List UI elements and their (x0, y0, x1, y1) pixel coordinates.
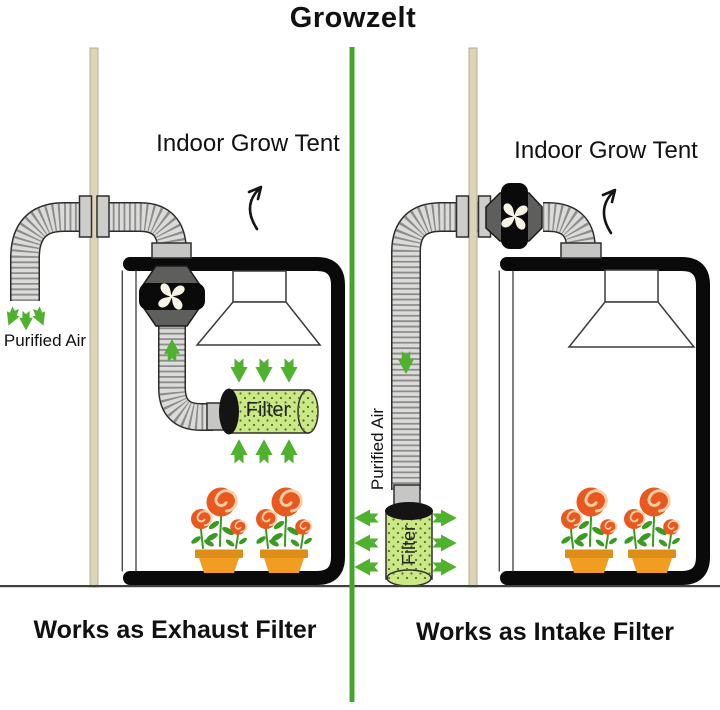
duct-left-outside (10, 202, 187, 301)
divider-line (349, 47, 355, 702)
tent-label-right: Indoor Grow Tent (514, 137, 698, 164)
wall-pole-right (468, 47, 478, 588)
grow-tent-right (498, 257, 710, 585)
curved-arrow-right (601, 188, 617, 235)
duct-flange-left (151, 242, 192, 259)
grow-lamp-right (567, 269, 696, 348)
plant-pot (190, 488, 248, 574)
wall-coupling-left (78, 195, 110, 238)
plant-pot (623, 488, 681, 574)
wall-pole-left (89, 47, 99, 588)
duct-left-inside (158, 322, 213, 431)
filter-label-right: Filter (399, 525, 419, 565)
purified-air-label-right: Purified Air (368, 407, 387, 491)
duct-flange-right (560, 242, 602, 259)
curved-arrow-left (247, 185, 263, 231)
page-title: Growzelt (289, 2, 417, 34)
grow-lamp-left (195, 270, 322, 346)
inline-fan-right (485, 183, 543, 249)
carbon-filter-right (385, 502, 433, 587)
inline-fan-left (139, 265, 205, 327)
caption-intake: Works as Intake Filter (416, 618, 674, 646)
ground-line (0, 585, 720, 588)
carbon-filter-left (219, 388, 319, 435)
tent-label-left: Indoor Grow Tent (156, 130, 340, 157)
plant-pot (560, 488, 618, 574)
grow-tent-left (121, 257, 345, 585)
caption-exhaust: Works as Exhaust Filter (33, 616, 317, 644)
purified-air-label-left: Purified Air (3, 331, 87, 350)
filter-label-left: Filter (245, 399, 291, 421)
plant-pot (255, 488, 313, 574)
duct-right-main (391, 202, 478, 490)
